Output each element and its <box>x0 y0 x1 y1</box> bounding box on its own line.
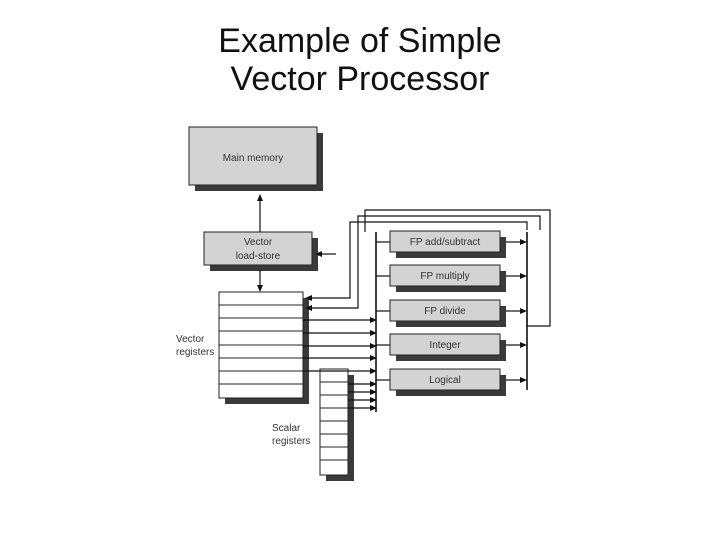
fu-label-integer: Integer <box>429 340 461 351</box>
vector-load-store-block: Vector load-store <box>203 231 318 271</box>
vector-registers-label-2: registers <box>176 347 214 358</box>
slide-title: Example of Simple Vector Processor <box>0 22 720 98</box>
scalar-registers-block <box>319 368 354 481</box>
vector-load-store-label-2: load-store <box>236 251 281 262</box>
register-read-lines <box>303 317 377 411</box>
scalar-registers-label-1: Scalar <box>272 423 301 434</box>
fu-label-fp-divide: FP divide <box>424 306 466 317</box>
scalar-registers-label-2: registers <box>272 436 310 447</box>
title-line-2: Vector Processor <box>230 60 490 98</box>
fu-label-fp-multiply: FP multiply <box>420 271 469 282</box>
memory-link <box>257 194 263 232</box>
fu-fp-multiply: FP multiply <box>376 264 527 292</box>
fu-fp-add-subtract: FP add/subtract <box>376 230 527 258</box>
main-memory-block: Main memory <box>188 126 323 191</box>
fu-logical: Logical <box>376 368 527 396</box>
feedback-loops <box>305 209 551 327</box>
fu-label-fp-add-subtract: FP add/subtract <box>410 237 481 248</box>
title-line-1: Example of Simple <box>218 22 502 60</box>
load-store-to-registers-link <box>257 270 263 292</box>
vector-load-store-label-1: Vector <box>244 237 273 248</box>
fu-label-logical: Logical <box>429 375 461 386</box>
vector-registers-block <box>218 291 309 404</box>
fu-integer: Integer <box>376 333 527 361</box>
vector-registers-label-1: Vector <box>176 334 205 345</box>
fu-fp-divide: FP divide <box>376 299 527 327</box>
main-memory-label: Main memory <box>223 153 284 164</box>
